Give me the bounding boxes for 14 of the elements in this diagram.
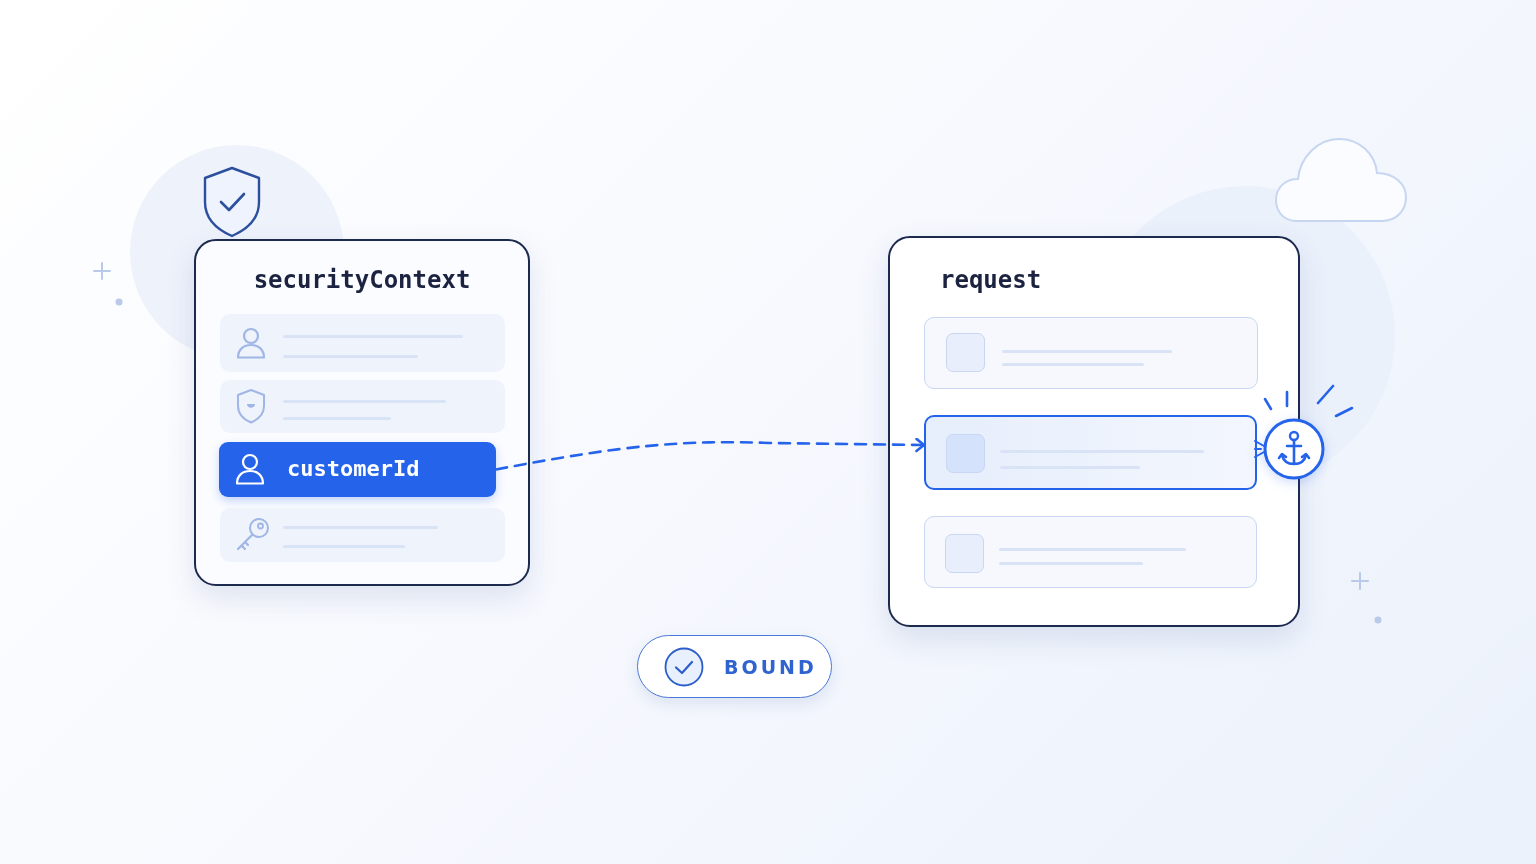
card [194, 239, 530, 586]
card-title: securityContext [253, 265, 471, 295]
field-name: customerId [287, 456, 420, 482]
highlighted-row [924, 415, 1257, 490]
highlighted-row [219, 442, 496, 497]
list-row [924, 317, 1258, 389]
list-row [924, 516, 1257, 588]
list-row [220, 380, 505, 433]
list-row [220, 314, 505, 372]
status-label: BOUND [724, 655, 817, 679]
list-row [220, 508, 505, 562]
dashed-arrow [494, 437, 926, 471]
card [888, 236, 1300, 627]
card-title: request [940, 265, 1042, 295]
